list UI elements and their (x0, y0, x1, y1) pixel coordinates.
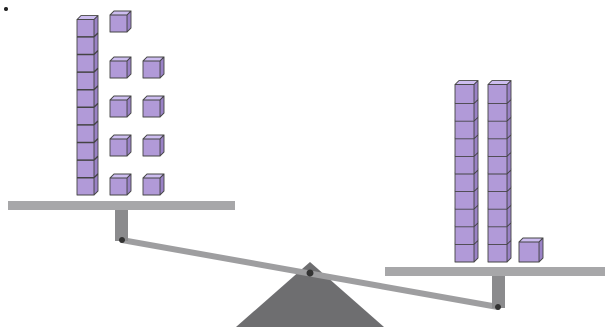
left-ten-rod-1-cube-10 (76, 15, 99, 38)
right-pan-post (492, 274, 505, 308)
left-pivot (119, 237, 125, 243)
left-ten-rod-1 (76, 15, 99, 196)
left-unit-cube-4 (142, 134, 165, 157)
right-pan (385, 267, 605, 276)
left-unit-cube-2 (142, 173, 165, 196)
right-ten-rod-2-cube-10 (487, 80, 512, 105)
left-ten-rod-1-cube-6 (76, 85, 99, 108)
left-unit-cube-7 (109, 56, 132, 79)
left-pan (8, 201, 235, 210)
left-unit-cube-3 (109, 134, 132, 157)
right-ten-rod-1-cube-10 (454, 80, 479, 105)
left-unit-cube-8 (142, 56, 165, 79)
left-unit-cube-5 (109, 95, 132, 118)
right-ten-rod-1 (454, 80, 479, 263)
left-unit-cube-6 (142, 95, 165, 118)
left-pan-blocks (76, 10, 165, 196)
left-pan-post (115, 208, 128, 241)
center-pivot (306, 269, 314, 277)
bullet-dot (4, 7, 8, 11)
left-unit-cube-1 (109, 173, 132, 196)
fulcrum (236, 262, 384, 327)
right-ten-rod-2 (487, 80, 512, 263)
left-unit-cube-9 (109, 10, 132, 33)
right-pivot (495, 304, 501, 310)
right-unit-cube-1 (518, 237, 544, 263)
right-pan-blocks (454, 80, 544, 263)
